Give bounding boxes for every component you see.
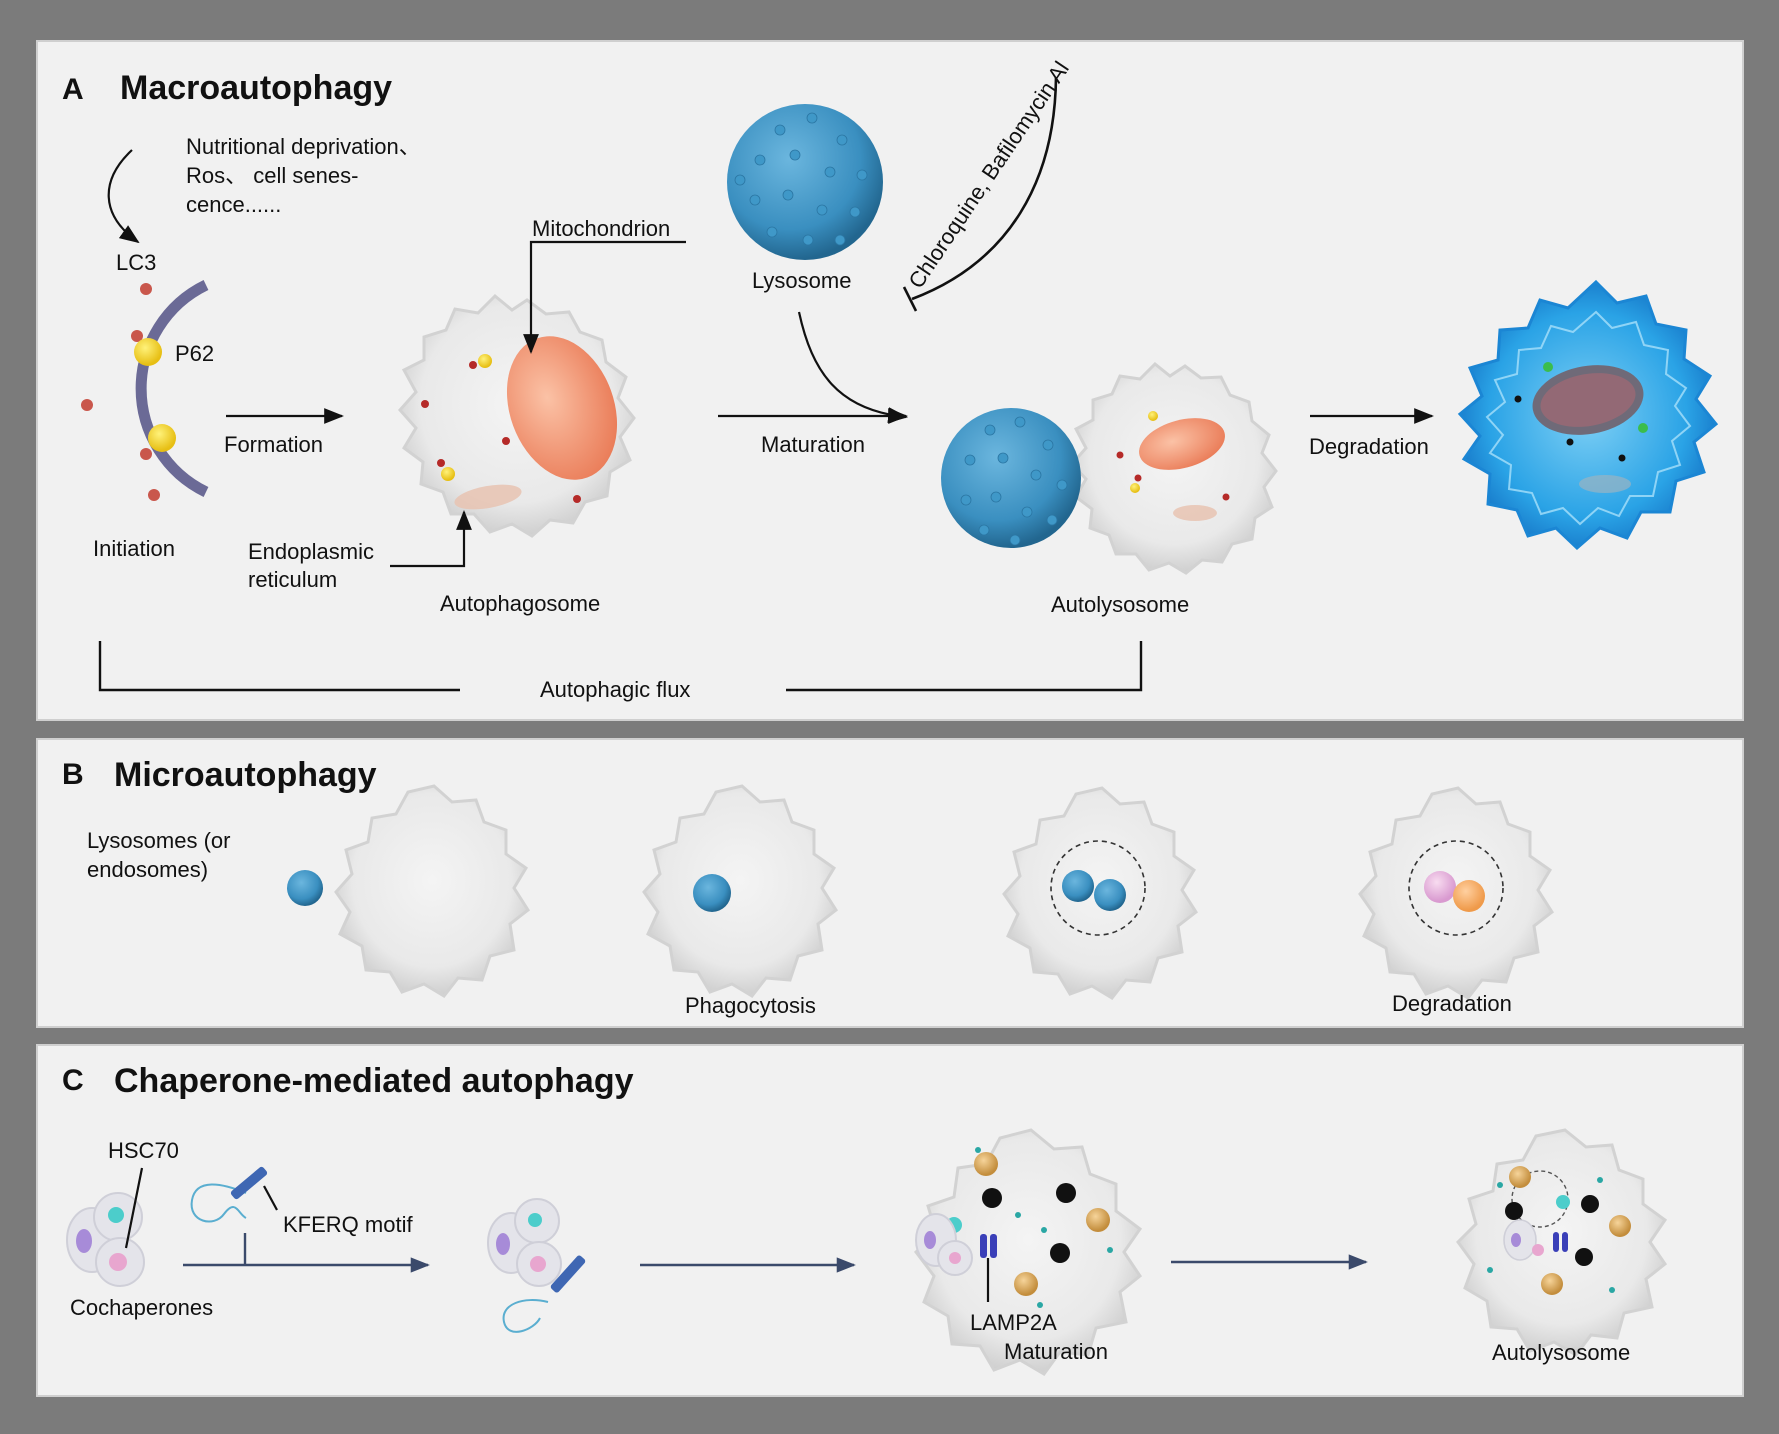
initiation-label: Initiation <box>93 536 175 561</box>
kferq-label: KFERQ motif <box>283 1212 413 1237</box>
chaperone-substrate-complex <box>487 1198 586 1333</box>
microautophagy-cell-1 <box>334 784 530 998</box>
phagophore-membrane <box>135 280 209 497</box>
stimulus-line-1: Nutritional deprivation、 <box>186 134 421 159</box>
lysosome-small <box>287 870 323 906</box>
microautophagy-cell-4 <box>1358 786 1554 1000</box>
er-label-line-1: Endoplasmic <box>248 539 374 564</box>
cma-autolysosome <box>1456 1128 1668 1357</box>
stimulus-arrow <box>107 149 140 244</box>
lc3-dot <box>148 489 160 501</box>
degraded-autolysosome <box>1457 279 1719 551</box>
substrate-protein <box>190 1183 247 1223</box>
chaperone-complex <box>66 1192 145 1287</box>
autophagic-flux-label: Autophagic flux <box>540 677 690 702</box>
panel-a <box>36 40 1744 721</box>
p62-sphere <box>134 338 162 366</box>
er-pointer <box>390 510 472 568</box>
phagocytosis-label: Phagocytosis <box>685 993 816 1018</box>
autolysosome <box>1069 361 1278 575</box>
panel-a-letter: A <box>62 73 84 106</box>
lysosome-fusion-arrow <box>797 311 908 424</box>
kferq-pointer <box>263 1185 278 1211</box>
kferq-motif-shape <box>230 1166 268 1200</box>
lysosomes-label-line-1: Lysosomes (or <box>87 828 230 853</box>
panel-b-title: Microautophagy <box>114 756 377 794</box>
autophagosome <box>397 293 636 538</box>
mitochondrion <box>506 336 618 480</box>
lamp2a-channel <box>980 1234 987 1258</box>
lysosome <box>727 104 883 260</box>
panel-b-letter: B <box>62 758 84 791</box>
maturation-label: Maturation <box>761 432 865 457</box>
lc3-dot <box>140 448 152 460</box>
mitochondrion-pointer <box>523 240 686 354</box>
cma-lysosome <box>913 1128 1143 1376</box>
microautophagy-cell-3 <box>1002 786 1198 1000</box>
hsc70-label: HSC70 <box>108 1138 179 1163</box>
panel-c-title: Chaperone-mediated autophagy <box>114 1062 634 1100</box>
lamp2a-label: LAMP2A <box>970 1310 1057 1335</box>
endoplasmic-reticulum <box>454 484 522 510</box>
p62-sphere <box>148 424 176 452</box>
formation-label: Formation <box>224 432 323 457</box>
panel-c-letter: C <box>62 1064 84 1097</box>
hsc70-pointer <box>124 1167 144 1249</box>
lc3-dot <box>140 283 152 295</box>
microautophagy-cell-2 <box>642 784 838 998</box>
fused-lysosome <box>941 408 1081 548</box>
stimulus-line-3: cence...... <box>186 192 281 217</box>
panel-c <box>36 1044 1744 1397</box>
panel-a-title: Macroautophagy <box>120 69 392 107</box>
p62-label: P62 <box>175 341 214 366</box>
mitochondrion-label: Mitochondrion <box>532 216 670 241</box>
inhibitor-bar <box>902 286 918 312</box>
er-label-line-2: reticulum <box>248 567 337 592</box>
autolysosome-c-label: Autolysosome <box>1492 1340 1630 1365</box>
lc3-label: LC3 <box>116 250 156 275</box>
maturation-c-label: Maturation <box>1004 1339 1108 1364</box>
autolysosome-label: Autolysosome <box>1051 592 1189 617</box>
flux-bracket-right <box>786 641 1143 692</box>
degradation-label: Degradation <box>1309 434 1429 459</box>
lysosomes-label-line-2: endosomes) <box>87 857 208 882</box>
stimulus-line-2: Ros、 cell senes- <box>186 163 358 188</box>
lc3-dot <box>81 399 93 411</box>
autophagosome-label: Autophagosome <box>440 591 600 616</box>
cochaperones-label: Cochaperones <box>70 1295 213 1320</box>
lysosome-label: Lysosome <box>752 268 851 293</box>
degradation-b-label: Degradation <box>1392 991 1512 1016</box>
flux-bracket-left <box>98 641 460 692</box>
lc3-dot <box>131 330 143 342</box>
inhibitor-arc <box>911 76 1058 301</box>
